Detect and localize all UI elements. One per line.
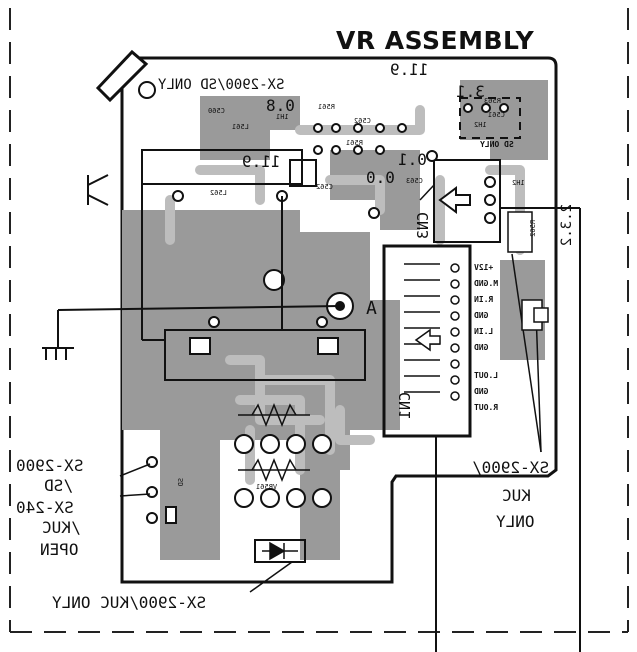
left-opt-line: SX-2900	[16, 456, 84, 475]
leader-lines	[119, 184, 542, 593]
pin-label: R.OUT	[474, 403, 499, 412]
cn1-pins	[450, 263, 460, 401]
ref-label: SD	[177, 478, 185, 487]
ref-label: C562	[354, 117, 371, 125]
output-wires	[435, 207, 581, 652]
ref-label: L562	[210, 189, 227, 197]
solder-pads	[146, 103, 509, 524]
ref-label: R563	[484, 97, 501, 105]
ref-label: 1H2	[512, 179, 525, 187]
pin-label: GND	[474, 311, 489, 320]
component-outlines	[141, 97, 521, 563]
ref-label: 1H1	[276, 113, 289, 121]
edge-switch	[507, 211, 549, 331]
ref-label: C561	[488, 111, 505, 119]
label-2-3-2: 2.3.2	[559, 204, 575, 247]
label-cn3: CN3	[414, 212, 432, 240]
ref-label: 1H2	[474, 121, 487, 129]
dashed-enclosure	[9, 8, 629, 633]
ref-label: C563	[406, 177, 423, 185]
note-11-9-box: 11.9	[242, 152, 281, 171]
board-corner-tab	[95, 49, 149, 103]
resistor-symbols	[238, 402, 310, 483]
cn3-arrow	[438, 186, 471, 214]
pin-label: GND	[474, 343, 489, 352]
pin-label: GND	[474, 387, 489, 396]
note-sd-only: SD ONLY	[480, 140, 514, 149]
note-3-1: 3.1	[456, 82, 485, 101]
note-0-0: 0.0	[366, 168, 395, 187]
right-opt-line: ONLY	[496, 512, 535, 531]
bottom-option-callout: SX-2900/KUC ONLY	[52, 593, 207, 612]
ref-label: C562	[316, 183, 333, 191]
diode-symbol	[262, 541, 298, 561]
ref-label: L561	[232, 123, 249, 131]
pin-label: L.OUT	[474, 371, 499, 380]
ref-label: R561	[318, 103, 335, 111]
left-opt-line: SX-240	[16, 498, 74, 517]
diagram-title: VR ASSEMBLY	[336, 26, 535, 55]
pin-label: +12V	[474, 263, 494, 272]
pin-label: M.GND	[474, 279, 499, 288]
right-opt-line: SX-2900/	[472, 458, 550, 477]
left-opt-line: OPEN	[40, 540, 79, 559]
note-0-8: 0.8	[266, 96, 295, 115]
left-opt-line: /SD	[44, 476, 73, 495]
left-opt-line: /KUC	[42, 518, 81, 537]
note-top-strip: SX-2900/SD ONLY	[158, 77, 285, 93]
ref-label: R561	[346, 139, 363, 147]
pin-label: R.IN	[474, 295, 494, 304]
ref-label: R562	[529, 220, 537, 237]
ref-label: VR561	[256, 483, 278, 491]
pin-label: L.IN	[474, 327, 494, 336]
note-0-1: 0.1	[398, 150, 427, 169]
label-a: A	[366, 298, 377, 319]
left-edge-marks	[87, 174, 109, 206]
ref-label: C560	[208, 107, 225, 115]
label-cn1: CN1	[396, 392, 414, 420]
cn1-arrow	[414, 328, 441, 352]
ground-leads	[42, 150, 341, 360]
note-11-9-top: 11.9	[390, 60, 429, 79]
right-opt-line: KUC	[502, 486, 531, 505]
